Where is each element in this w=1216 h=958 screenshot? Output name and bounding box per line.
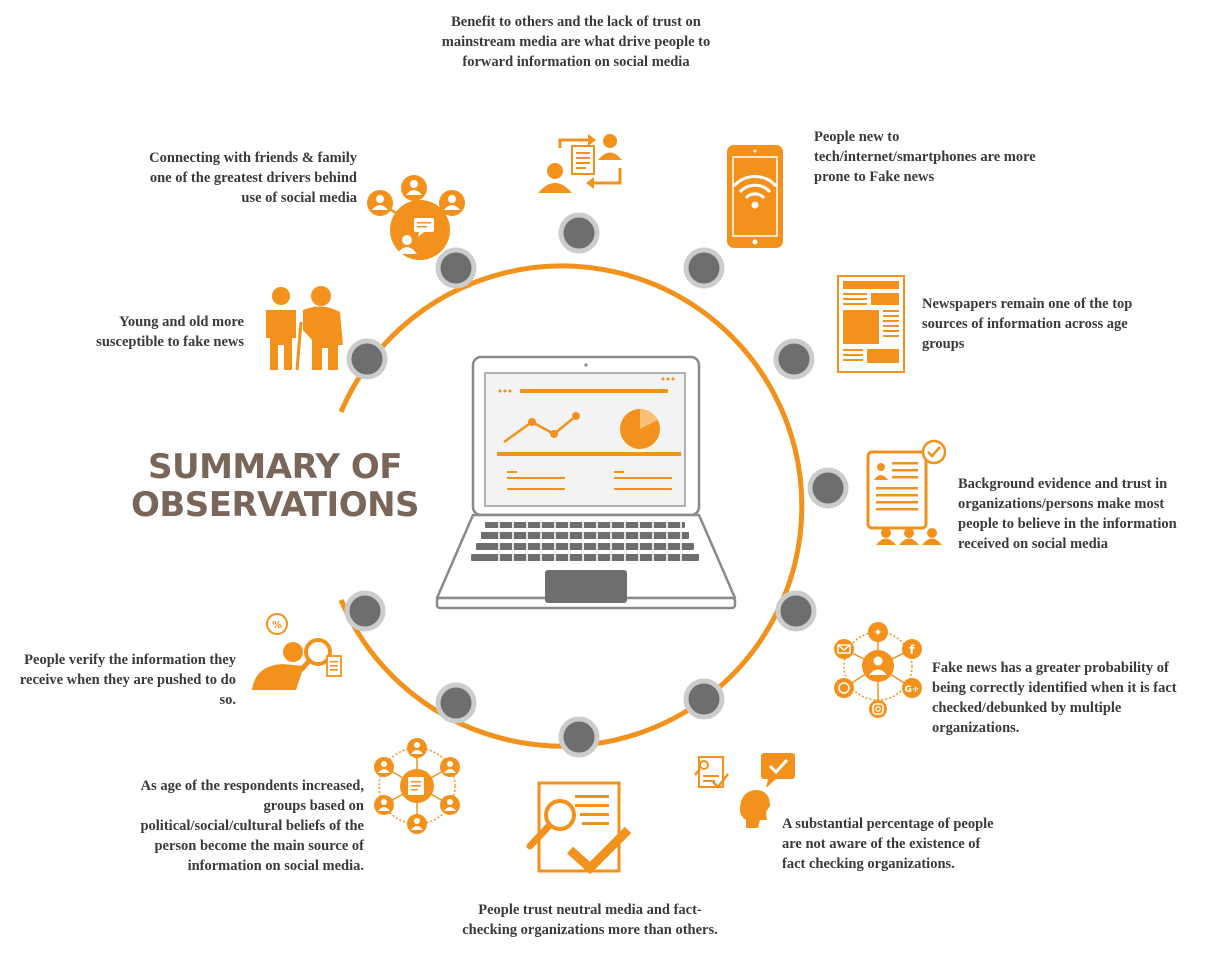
ring-node xyxy=(683,678,725,720)
observation-new-users: People new to tech/internet/smartphones … xyxy=(814,129,1036,185)
svg-text:G+: G+ xyxy=(905,685,920,695)
observation-background-evidence: Background evidence and trust in organiz… xyxy=(958,476,1177,552)
observation-friends-family: Connecting with friends & family one of … xyxy=(149,150,357,206)
observation-ring xyxy=(338,263,805,749)
smartphone-wifi-icon xyxy=(727,145,783,248)
observation-multiple-factcheck: Fake news has a greater probability of b… xyxy=(932,660,1177,736)
svg-text:f: f xyxy=(909,643,915,657)
young-old-icon xyxy=(266,286,343,371)
ring-node xyxy=(435,247,477,289)
ring-node xyxy=(558,716,600,758)
observation-neutral-media: People trust neutral media and fact-chec… xyxy=(462,902,718,938)
observation-newspapers: Newspapers remain one of the top sources… xyxy=(922,296,1133,352)
verified-document-icon xyxy=(866,439,947,545)
title-line-1: SUMMARY OF xyxy=(148,447,402,487)
ring-node xyxy=(435,682,477,724)
friends-chat-icon xyxy=(367,175,465,260)
svg-text:✦: ✦ xyxy=(873,626,882,639)
observation-forwarding: Benefit to others and the lack of trust … xyxy=(441,14,711,70)
search-document-icon xyxy=(526,781,632,875)
title-line-2: OBSERVATIONS xyxy=(130,485,420,525)
ring-node xyxy=(558,212,600,254)
share-users-icon xyxy=(538,134,622,193)
ring-node xyxy=(683,247,725,289)
ring-node xyxy=(344,590,386,632)
ring-node xyxy=(346,338,388,380)
observation-young-old: Young and old more susceptible to fake n… xyxy=(96,314,244,350)
page-title: SUMMARY OF OBSERVATIONS xyxy=(120,448,430,524)
observation-age-groups: As age of the respondents increased, gro… xyxy=(140,778,364,874)
svg-text:%: % xyxy=(272,620,282,631)
observation-unaware: A substantial percentage of people are n… xyxy=(782,816,994,872)
person-thinking-icon xyxy=(694,753,795,828)
laptop-icon xyxy=(435,355,737,610)
social-network-icon: ✦ f G+ xyxy=(834,622,922,718)
newspaper-icon xyxy=(837,275,905,373)
group-network-icon xyxy=(374,738,460,834)
ring-node xyxy=(775,590,817,632)
ring-node xyxy=(773,338,815,380)
ring-node xyxy=(807,467,849,509)
ring-nodes xyxy=(344,212,849,758)
observation-verify: People verify the information they recei… xyxy=(19,652,236,708)
magnifier-person-icon: % xyxy=(252,613,342,690)
